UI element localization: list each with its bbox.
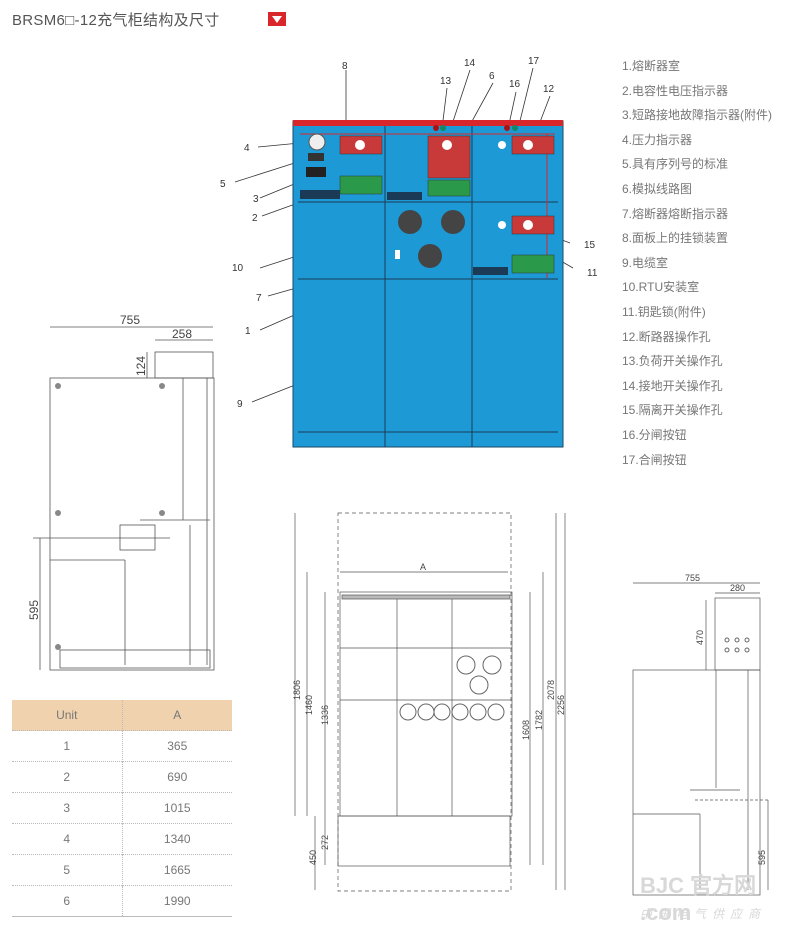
callout-12: 12 — [543, 84, 555, 95]
legend-item: 2.电容性电压指示器 — [622, 83, 729, 98]
dim-top-height: 470 — [695, 630, 705, 645]
callout-8: 8 — [342, 61, 348, 72]
dim-1806: 1806 — [292, 680, 302, 700]
callout-2: 2 — [252, 213, 258, 224]
callout-9: 9 — [237, 399, 243, 410]
legend-item: 13.负荷开关操作孔 — [622, 354, 723, 369]
dim-top-depth: 280 — [730, 583, 745, 593]
page-title: BRSM6□-12充气柜结构及尺寸 — [12, 12, 220, 29]
dim-1608: 1608 — [521, 720, 531, 740]
dim-1460: 1460 — [304, 695, 314, 715]
component-legend: 1.熔断器室 2.电容性电压指示器 3.短路接地故障指示器(附件) 4.压力指示… — [622, 57, 772, 475]
dim-width: 755 — [685, 573, 700, 583]
callout-13: 13 — [440, 76, 452, 87]
table-header-a: A — [122, 700, 232, 731]
callout-11: 11 — [587, 268, 598, 279]
dim-width-a: A — [420, 562, 426, 572]
legend-item: 7.熔断器熔断指示器 — [622, 206, 729, 221]
triangle-down-icon[interactable] — [268, 12, 286, 26]
callout-1: 1 — [245, 326, 251, 337]
legend-item: 9.电缆室 — [622, 255, 669, 270]
cabinet-body — [292, 120, 564, 448]
dim-2078: 2078 — [546, 680, 556, 700]
legend-item: 14.接地开关操作孔 — [622, 378, 723, 393]
cell-unit: 4 — [12, 823, 123, 855]
cell-a: 690 — [122, 761, 232, 793]
dim-272: 272 — [320, 835, 330, 850]
table-header-unit: Unit — [12, 700, 123, 731]
legend-item: 15.隔离开关操作孔 — [622, 403, 723, 418]
cell-a: 1990 — [122, 885, 232, 917]
legend-item: 8.面板上的挂锁装置 — [622, 231, 729, 246]
front-view-drawing: A 1806 1460 1336 272 450 1608 1782 2078 … — [292, 512, 566, 892]
watermark-subtitle: 中国电气供应商 — [640, 907, 767, 921]
cell-unit: 1 — [12, 730, 123, 762]
legend-item: 10.RTU安装室 — [622, 280, 700, 295]
legend-item: 6.模拟线路图 — [622, 181, 693, 196]
cell-a: 1340 — [122, 823, 232, 855]
side-view-right-drawing: 755 280 470 595 — [632, 573, 770, 896]
legend-item: 3.短路接地故障指示器(附件) — [622, 108, 773, 123]
cell-unit: 3 — [12, 792, 123, 824]
callout-6: 6 — [489, 71, 495, 82]
legend-item: 17.合闸按钮 — [622, 452, 687, 467]
legend-item: 16.分闸按钮 — [622, 427, 687, 442]
cell-a: 1665 — [122, 854, 232, 886]
callout-16: 16 — [509, 79, 521, 90]
legend-item: 5.具有序列号的标准 — [622, 157, 729, 172]
callout-3: 3 — [253, 194, 259, 205]
dim-width: 755 — [120, 313, 140, 327]
legend-item: 11.钥匙锁(附件) — [622, 304, 706, 319]
legend-item: 1.熔断器室 — [622, 59, 681, 73]
dim-1336: 1336 — [320, 705, 330, 725]
cell-unit: 5 — [12, 854, 123, 886]
callout-7: 7 — [256, 293, 262, 304]
cell-unit: 2 — [12, 761, 123, 793]
dim-450: 450 — [308, 850, 318, 865]
callout-4: 4 — [244, 143, 250, 154]
legend-item: 12.断路器操作孔 — [622, 329, 711, 344]
dim-1782: 1782 — [534, 710, 544, 730]
legend-item: 4.压力指示器 — [622, 132, 693, 147]
callout-10: 10 — [232, 263, 244, 274]
dim-cable-height: 595 — [27, 600, 41, 620]
dim-top-height: 124 — [134, 356, 148, 376]
cell-a: 1015 — [122, 792, 232, 824]
dim-cable-height: 595 — [757, 850, 767, 865]
callout-14: 14 — [464, 58, 476, 69]
dim-top-depth: 258 — [172, 327, 192, 341]
callout-numbers: 8 13 14 6 16 17 12 4 5 3 2 10 7 1 9 15 1… — [220, 56, 598, 410]
watermark-logo: BJC 官方网 .com — [640, 873, 757, 925]
dim-2256: 2256 — [556, 695, 566, 715]
callout-15: 15 — [584, 240, 596, 251]
cell-unit: 6 — [12, 885, 123, 917]
callout-5: 5 — [220, 179, 226, 190]
callout-17: 17 — [528, 56, 540, 67]
cabinet-front-illustration: 8 13 14 6 16 17 12 4 5 3 2 10 7 1 9 15 1… — [220, 56, 598, 448]
side-view-left-drawing: 755 258 124 595 — [27, 313, 215, 671]
cell-a: 365 — [122, 730, 232, 762]
